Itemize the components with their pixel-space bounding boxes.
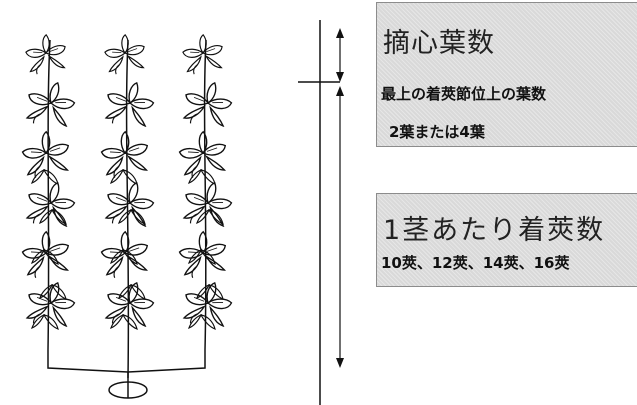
leaf-cluster — [23, 77, 79, 131]
leaf-cluster — [176, 128, 230, 180]
pod — [39, 209, 67, 225]
pods-per-stem-box: 1茎あたり着莢数 10莢、12莢、14莢、16莢 — [376, 193, 637, 287]
pinch-leaf-count-options: 2葉または4葉 — [389, 123, 485, 141]
plant-diagram — [19, 20, 344, 405]
leaf-cluster — [102, 177, 158, 231]
pinch-leaf-count-desc: 最上の着莢節位上の葉数 — [381, 85, 547, 103]
pinch-leaf-count-box: 摘心葉数 最上の着莢節位上の葉数 2葉または4葉 — [376, 2, 637, 147]
base-branches — [47, 350, 206, 373]
pinch-leaf-count-title: 摘心葉数 — [383, 28, 495, 59]
leaf-cluster — [180, 77, 236, 131]
upper-arrowhead-bottom — [336, 72, 344, 82]
leaf-cluster — [102, 77, 158, 131]
pod — [118, 209, 146, 225]
pod — [196, 209, 224, 225]
upper-arrowhead-top — [336, 28, 344, 38]
leaf-cluster — [180, 177, 236, 231]
pods-per-stem-options: 10莢、12莢、14莢、16莢 — [381, 254, 570, 272]
lower-arrowhead-bottom — [336, 358, 344, 368]
leaf-cluster — [23, 177, 79, 231]
stem-center — [125, 39, 130, 379]
leaf-cluster — [102, 31, 148, 76]
leaf-cluster — [180, 31, 226, 76]
leaf-cluster — [19, 128, 73, 180]
lower-arrowhead-top — [336, 86, 344, 96]
leaf-cluster — [23, 31, 69, 76]
pods-per-stem-title: 1茎あたり着莢数 — [383, 215, 606, 246]
leaf-cluster — [98, 128, 152, 180]
